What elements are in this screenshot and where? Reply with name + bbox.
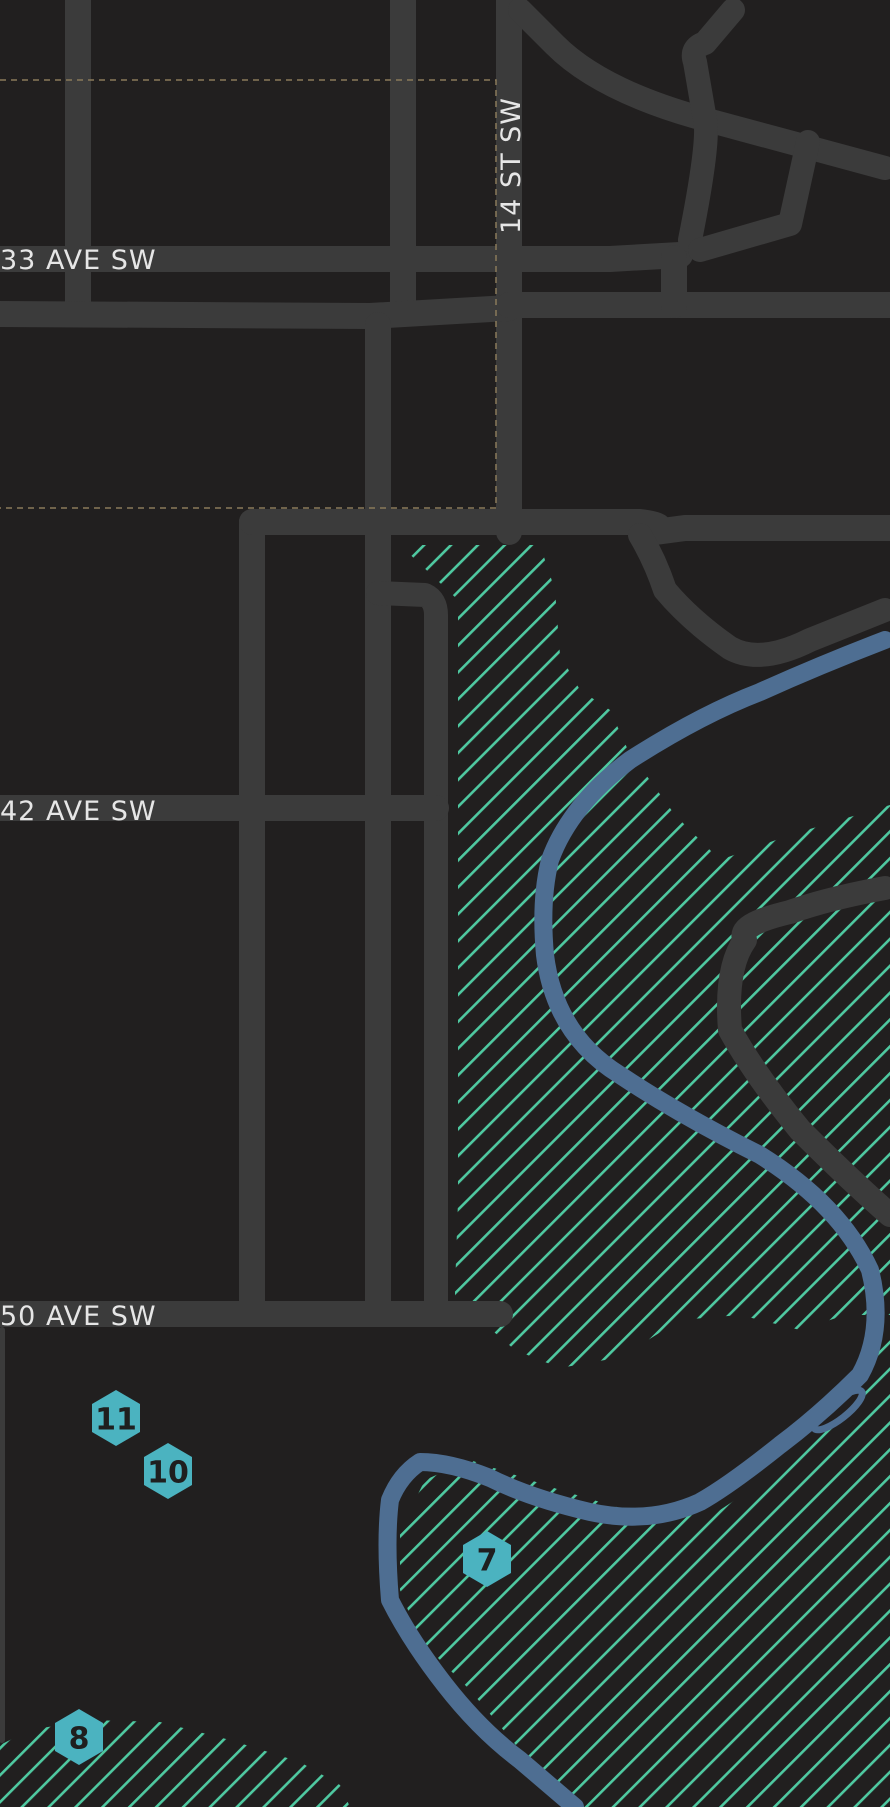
- map-marker[interactable]: 8: [55, 1709, 103, 1765]
- map-markers: 11 10 7 8: [55, 1390, 511, 1765]
- road-segment: [688, 130, 820, 262]
- road-segment: [678, 0, 745, 252]
- district-boundary: [0, 79, 497, 509]
- river-island: [810, 1386, 866, 1434]
- map-marker-label: 7: [477, 1544, 498, 1579]
- hexagon-marker-icon: [463, 1531, 511, 1587]
- map-marker[interactable]: 11: [92, 1390, 140, 1446]
- road-segment: [0, 295, 522, 329]
- map-marker-label: 8: [69, 1722, 90, 1757]
- street-labels: 33 AVE SW 14 ST SW 42 AVE SW 50 AVE SW: [0, 97, 527, 1332]
- road-network: [0, 0, 890, 1743]
- street-label-33-ave-sw: 33 AVE SW: [0, 245, 157, 276]
- map-marker-label: 10: [147, 1456, 189, 1491]
- road-segment: [628, 523, 890, 667]
- park-area-river-south: [400, 1340, 890, 1807]
- street-label-42-ave-sw: 42 AVE SW: [0, 796, 157, 827]
- map-marker[interactable]: 10: [144, 1443, 192, 1499]
- river: [378, 631, 890, 1807]
- road-segment: [717, 876, 890, 1227]
- road-33-ave-sw: [0, 242, 693, 272]
- road-segment: [366, 581, 448, 1324]
- map-marker-label: 11: [95, 1403, 137, 1438]
- map-marker[interactable]: 7: [463, 1531, 511, 1587]
- road-segment: [239, 509, 890, 545]
- hexagon-marker-icon: [55, 1709, 103, 1765]
- road-segment: [508, 0, 890, 180]
- street-label-50-ave-sw: 50 AVE SW: [0, 1301, 157, 1332]
- hexagon-marker-icon: [144, 1443, 192, 1499]
- street-label-14-st-sw: 14 ST SW: [496, 97, 527, 234]
- hexagon-marker-icon: [92, 1390, 140, 1446]
